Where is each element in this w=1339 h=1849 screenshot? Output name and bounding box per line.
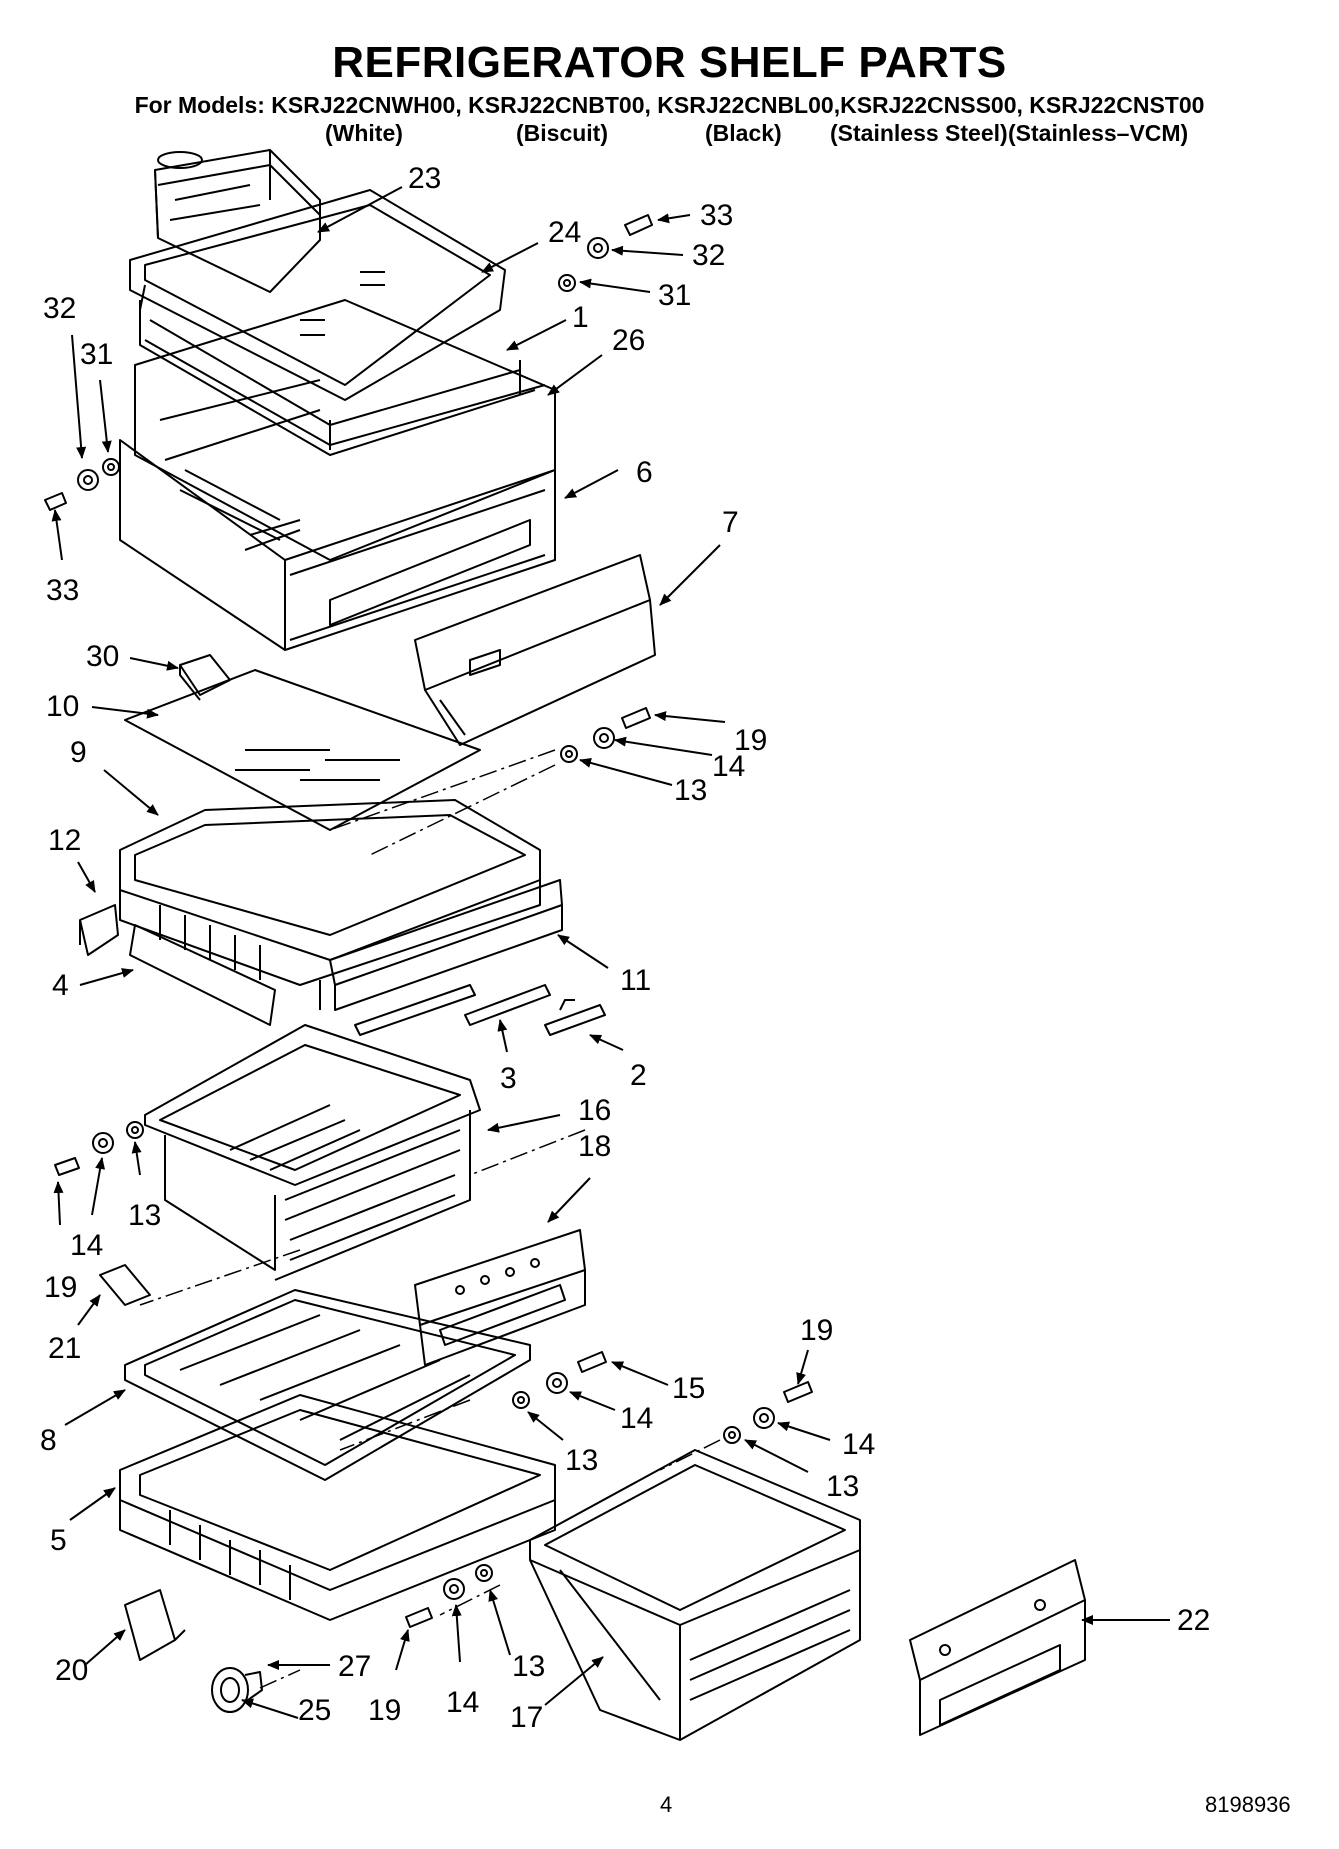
callout-label: 24 <box>548 216 581 249</box>
callout-label: 13 <box>826 1470 859 1503</box>
callout-label: 32 <box>692 239 725 272</box>
drawer-front-part <box>414 554 656 746</box>
callout-label: 7 <box>722 506 739 539</box>
lower-frame-5-part <box>119 1394 556 1621</box>
callout-label: 23 <box>408 162 441 195</box>
variant-black: (Black) <box>705 120 782 146</box>
callout-label: 3 <box>500 1062 517 1095</box>
drawer-front-18-part <box>414 1229 586 1366</box>
callout-label: 22 <box>1177 1604 1210 1637</box>
callout-label: 4 <box>52 969 69 1002</box>
callout-arrows <box>51 186 1170 1719</box>
callout-label: 13 <box>674 774 707 807</box>
crisper-drawer-16-part <box>144 1024 481 1281</box>
callout-label: 6 <box>636 456 653 489</box>
callout-label: 32 <box>43 292 76 325</box>
drawer-housing-part <box>119 299 556 651</box>
callout-label: 33 <box>46 574 79 607</box>
document-number: 8198936 <box>1205 1792 1291 1817</box>
callout-label: 31 <box>80 338 113 371</box>
drawer-front-22-part <box>909 1559 1086 1736</box>
variant-stainless-steel: (Stainless Steel) <box>830 120 1008 146</box>
callout-label: 13 <box>128 1199 161 1232</box>
callout-label: 17 <box>510 1701 543 1734</box>
variant-white: (White) <box>325 120 403 146</box>
callout-label: 30 <box>86 640 119 673</box>
callout-label: 19 <box>368 1694 401 1727</box>
callout-label: 18 <box>578 1130 611 1163</box>
callout-label: 26 <box>612 324 645 357</box>
callout-label: 1 <box>572 301 589 334</box>
fasteners <box>44 214 813 1628</box>
assembly-lines <box>139 749 721 1689</box>
models-line: For Models: KSRJ22CNWH00, KSRJ22CNBT00, … <box>134 92 1205 118</box>
page-title: REFRIGERATOR SHELF PARTS <box>332 38 1007 87</box>
crisper-drawer-17-part <box>529 1449 861 1741</box>
callout-label: 14 <box>712 750 745 783</box>
rail-4-part <box>129 924 276 1026</box>
callout-label: 8 <box>40 1424 57 1457</box>
callout-label: 25 <box>298 1694 331 1727</box>
callout-label: 21 <box>48 1332 81 1365</box>
bracket-3-part <box>464 984 551 1026</box>
callout-label: 19 <box>44 1271 77 1304</box>
callout-label: 19 <box>800 1314 833 1347</box>
rail-lower-part <box>354 984 476 1036</box>
clip-part <box>179 654 231 701</box>
callout-label: 27 <box>338 1650 371 1683</box>
callout-label: 2 <box>630 1059 647 1092</box>
callout-label: 13 <box>565 1444 598 1477</box>
variant-stainless-vcm: (Stainless–VCM) <box>1008 120 1189 146</box>
callout-label: 14 <box>620 1402 653 1435</box>
crisper-frame-part <box>119 799 541 1010</box>
callout-label: 33 <box>700 199 733 232</box>
callout-label: 14 <box>446 1686 479 1719</box>
callout-label: 14 <box>842 1428 875 1461</box>
callout-label: 5 <box>50 1524 67 1557</box>
callout-label: 9 <box>70 736 87 769</box>
callout-label: 12 <box>48 824 81 857</box>
knob-25-part <box>211 1667 263 1713</box>
callout-label: 16 <box>578 1094 611 1127</box>
callout-label: 11 <box>620 964 651 997</box>
variant-biscuit: (Biscuit) <box>516 120 608 146</box>
clip-20-part <box>124 1589 186 1661</box>
deli-bin-part <box>154 149 321 293</box>
front-rail-11-part <box>329 879 563 1011</box>
bracket-2-part <box>544 999 606 1036</box>
callout-label: 31 <box>658 279 691 312</box>
clip-12-part <box>79 904 119 956</box>
callout-label: 15 <box>672 1372 705 1405</box>
callout-label: 14 <box>70 1229 103 1262</box>
callout-label: 13 <box>512 1650 545 1683</box>
callout-labels: 23 24 33 32 31 1 26 32 31 33 6 7 30 10 1… <box>40 162 1210 1734</box>
glass-shelf-8-part <box>124 1289 531 1481</box>
callout-label: 10 <box>46 690 79 723</box>
callout-label: 19 <box>734 724 767 757</box>
shelf-frame-part <box>139 284 546 456</box>
page-number: 4 <box>660 1792 673 1817</box>
glass-panel-part <box>124 669 481 831</box>
clip-21-part <box>99 1264 151 1306</box>
callout-label: 20 <box>55 1654 88 1687</box>
cover-part <box>129 189 506 401</box>
